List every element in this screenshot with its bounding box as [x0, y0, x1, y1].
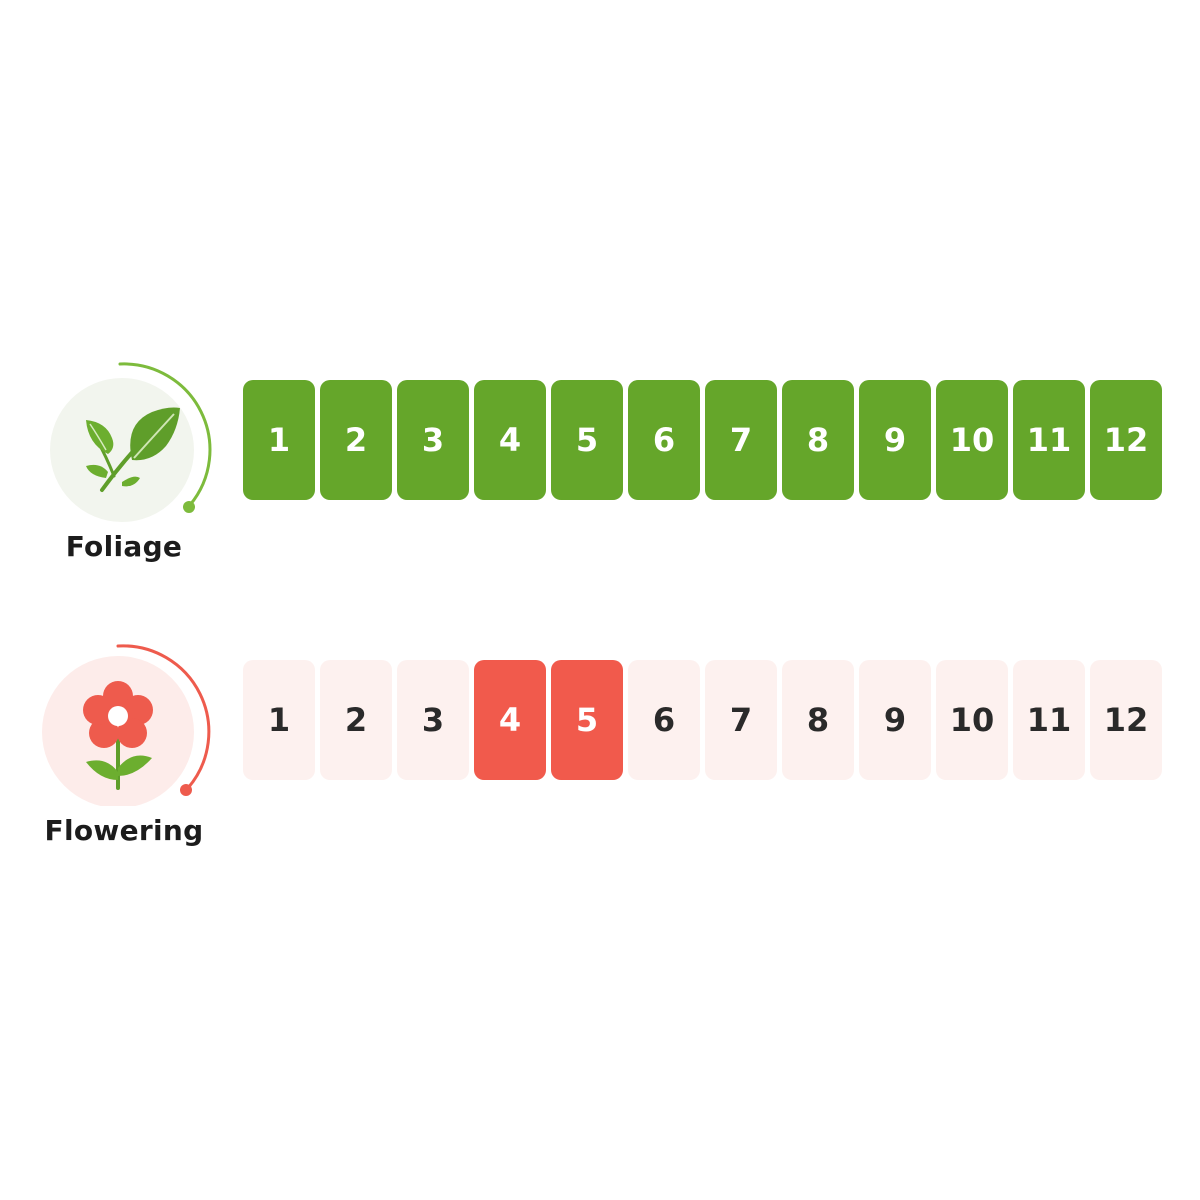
- flowering-month-9: 9: [859, 660, 931, 780]
- foliage-month-6: 6: [628, 380, 700, 500]
- foliage-month-11: 11: [1013, 380, 1085, 500]
- flowering-label: Flowering: [44, 814, 204, 847]
- foliage-label: Foliage: [65, 530, 183, 563]
- foliage-month-4: 4: [474, 380, 546, 500]
- flowering-month-1: 1: [243, 660, 315, 780]
- flowering-month-8: 8: [782, 660, 854, 780]
- foliage-month-7: 7: [705, 380, 777, 500]
- foliage-month-2: 2: [320, 380, 392, 500]
- leaf-icon: [50, 362, 212, 522]
- flowering-month-5: 5: [551, 660, 623, 780]
- flowering-month-3: 3: [397, 660, 469, 780]
- foliage-month-8: 8: [782, 380, 854, 500]
- flowering-month-2: 2: [320, 660, 392, 780]
- foliage-month-5: 5: [551, 380, 623, 500]
- foliage-month-10: 10: [936, 380, 1008, 500]
- foliage-month-1: 1: [243, 380, 315, 500]
- foliage-emblem: [40, 350, 216, 526]
- flowering-month-6: 6: [628, 660, 700, 780]
- flowering-month-7: 7: [705, 660, 777, 780]
- foliage-month-12: 12: [1090, 380, 1162, 500]
- flowering-month-10: 10: [936, 660, 1008, 780]
- foliage-month-9: 9: [859, 380, 931, 500]
- flowering-month-12: 12: [1090, 660, 1162, 780]
- flowering-month-11: 11: [1013, 660, 1085, 780]
- foliage-month-3: 3: [397, 380, 469, 500]
- flowering-month-4: 4: [474, 660, 546, 780]
- flowering-emblem: [40, 630, 216, 806]
- flower-icon: [42, 644, 211, 806]
